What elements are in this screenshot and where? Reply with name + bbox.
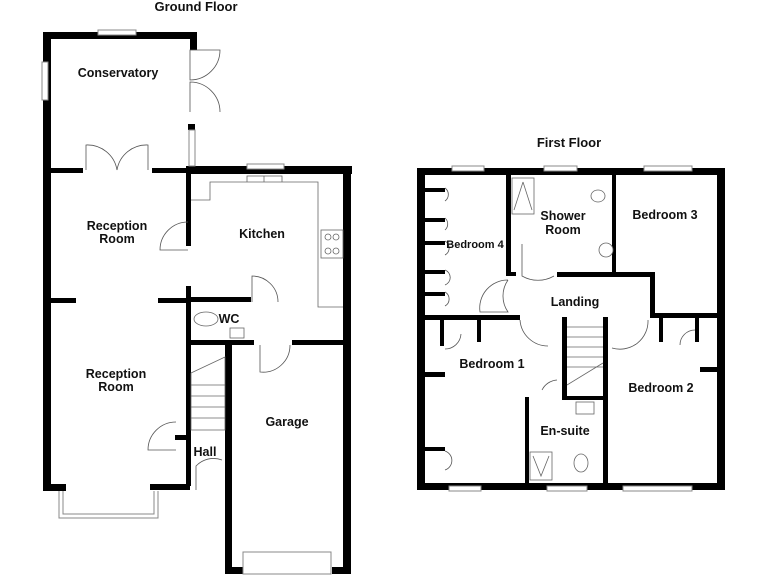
ground-floor-plan: Ground Floor <box>41 0 352 575</box>
ground-floor-windows <box>41 29 332 575</box>
room-label-en-suite: En-suite <box>540 424 589 438</box>
room-label-bedroom-4: Bedroom 4 <box>446 239 504 251</box>
basin <box>229 327 245 339</box>
room-label-conservatory: Conservatory <box>78 66 159 80</box>
en-suite-basin <box>575 401 595 415</box>
room-label-reception-room-1-line1: Reception <box>87 219 147 233</box>
room-label-reception-room-1-line2: Room <box>99 232 134 246</box>
room-label-shower-room-line2: Room <box>545 223 580 237</box>
room-label-bedroom-2: Bedroom 2 <box>628 381 693 395</box>
room-label-bedroom-3: Bedroom 3 <box>632 208 697 222</box>
first-floor-stairs <box>566 326 604 386</box>
first-floor-labels: Shower Room Bedroom 3 Bedroom 4 Landing … <box>446 208 697 438</box>
ground-floor-stairs <box>190 356 226 431</box>
room-label-garage: Garage <box>265 415 308 429</box>
room-label-wc: WC <box>219 312 240 326</box>
kitchen-worktop <box>191 181 343 308</box>
shower-tray-upper <box>511 177 535 215</box>
first-floor-fixtures <box>511 177 614 481</box>
toilet-upper <box>590 189 606 203</box>
room-label-shower-room-line1: Shower <box>540 209 585 223</box>
room-label-hall: Hall <box>194 445 217 459</box>
first-floor-title: First Floor <box>537 135 601 150</box>
en-suite-toilet <box>573 453 589 473</box>
room-label-kitchen: Kitchen <box>239 227 285 241</box>
basin-upper <box>598 242 614 258</box>
toilet <box>193 311 219 327</box>
ground-floor-doors <box>85 49 291 490</box>
room-label-reception-room-2-line2: Room <box>98 380 133 394</box>
room-label-bedroom-1: Bedroom 1 <box>459 357 524 371</box>
room-label-reception-room-2-line1: Reception <box>86 367 146 381</box>
first-floor-plan: First Floor <box>417 135 725 492</box>
first-floor-doors <box>444 187 696 471</box>
room-label-landing: Landing <box>551 295 600 309</box>
ground-floor-labels: Conservatory Reception Room Kitchen WC R… <box>78 66 309 459</box>
hob <box>320 229 344 259</box>
ground-floor-fixtures <box>190 175 344 431</box>
first-floor-windows <box>448 165 693 492</box>
ground-floor-title: Ground Floor <box>154 0 237 14</box>
